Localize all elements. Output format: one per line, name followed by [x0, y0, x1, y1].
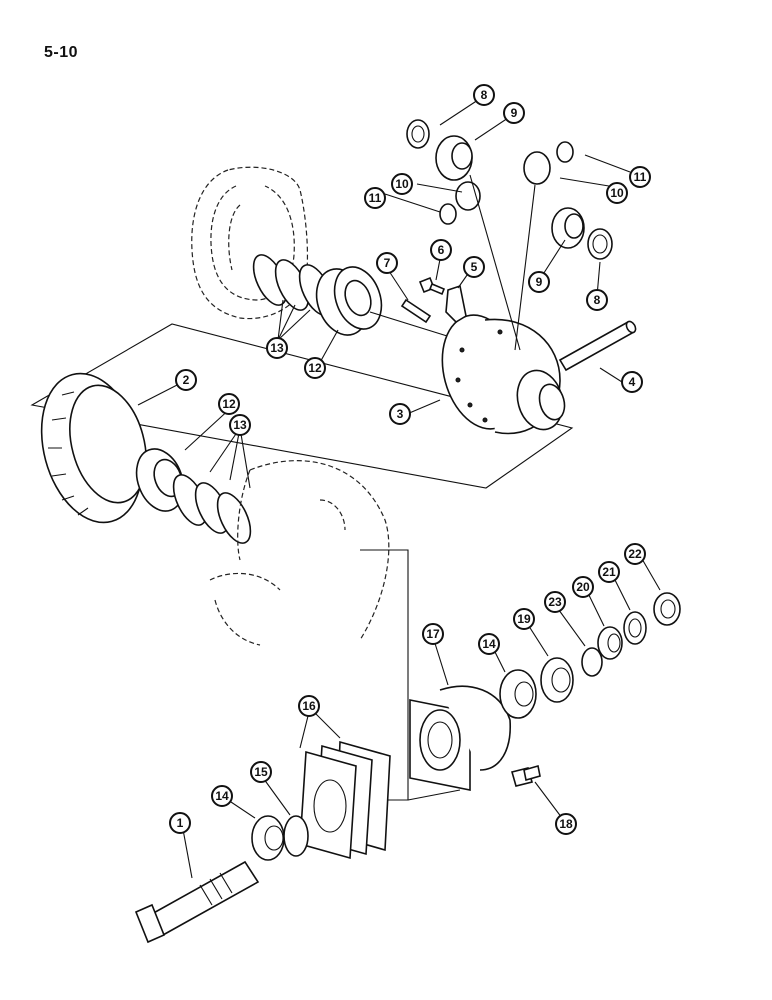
callout-11-right: 11 [629, 166, 651, 188]
callout-3: 3 [389, 403, 411, 425]
svg-text:10: 10 [395, 177, 409, 191]
callout-7: 7 [376, 252, 398, 274]
svg-text:13: 13 [270, 341, 284, 355]
thrust-washer-lower [587, 228, 613, 260]
side-gear-left [435, 135, 473, 181]
callout-9-lower: 9 [528, 271, 550, 293]
pinion-washer-right [556, 141, 574, 163]
callout-13-lower: 13 [229, 414, 251, 436]
spacer [597, 626, 623, 660]
callout-12-upper: 12 [304, 357, 326, 379]
lock-pin [400, 298, 432, 324]
svg-text:20: 20 [576, 580, 590, 594]
bearing-cup [540, 657, 574, 703]
callout-16: 16 [298, 695, 320, 717]
upper-bearing [315, 266, 383, 336]
svg-text:18: 18 [559, 817, 573, 831]
svg-text:9: 9 [536, 275, 543, 289]
callout-22: 22 [624, 543, 646, 565]
callout-2: 2 [175, 369, 197, 391]
differential-assembly-plane [30, 323, 574, 489]
callout-15: 15 [250, 761, 272, 783]
callout-1: 1 [169, 812, 191, 834]
svg-text:11: 11 [369, 191, 382, 205]
svg-text:12: 12 [222, 397, 236, 411]
svg-text:12: 12 [308, 361, 322, 375]
pinion-shaft [134, 860, 260, 944]
differential-case [369, 311, 566, 435]
callout-8-upper: 8 [473, 84, 495, 106]
gear-alignment-lines [469, 174, 536, 351]
svg-text:22: 22 [628, 547, 642, 561]
callout-10-right: 10 [606, 182, 628, 204]
pinion-gear-right [523, 151, 551, 185]
page-number: 5-10 [44, 44, 79, 61]
snap-ring [581, 647, 603, 677]
pinion-washer-left [439, 203, 457, 225]
callout-9-upper: 9 [503, 102, 525, 124]
svg-text:14: 14 [482, 637, 496, 651]
thrust-washer-upper [406, 119, 430, 149]
callout-12-lower: 12 [218, 393, 240, 415]
lower-shims [172, 474, 252, 544]
pinion-nut [653, 592, 681, 626]
svg-text:10: 10 [610, 186, 624, 200]
svg-text:17: 17 [426, 627, 440, 641]
upper-housing-outline [191, 166, 309, 320]
crown-wheel [40, 372, 147, 524]
lock-plate [445, 284, 467, 324]
callout-6: 6 [430, 239, 452, 261]
svg-text:1: 1 [177, 816, 184, 830]
callout-17: 17 [422, 623, 444, 645]
svg-text:8: 8 [481, 88, 488, 102]
gasket-plates [299, 740, 391, 860]
callout-10-left: 10 [391, 173, 413, 195]
svg-text:2: 2 [183, 373, 190, 387]
side-gear-right [551, 207, 585, 249]
callout-18: 18 [555, 813, 577, 835]
svg-text:6: 6 [438, 243, 445, 257]
callout-13-upper: 13 [266, 337, 288, 359]
cross-shaft [558, 320, 637, 372]
callout-8-lower: 8 [586, 289, 608, 311]
callout-20: 20 [572, 576, 594, 598]
callout-19: 19 [513, 608, 535, 630]
lower-housing-outline [209, 460, 390, 646]
pinion-bearing-outer [499, 669, 537, 719]
lock-bolt [418, 276, 446, 296]
callout-14-lower: 14 [211, 785, 233, 807]
svg-text:8: 8 [594, 293, 601, 307]
lock-washer [623, 611, 647, 645]
svg-text:4: 4 [629, 375, 636, 389]
housing-bolt [511, 764, 541, 787]
svg-text:23: 23 [548, 595, 562, 609]
bearing-housing [409, 685, 511, 791]
callout-4: 4 [621, 371, 643, 393]
svg-text:19: 19 [517, 612, 531, 626]
svg-text:9: 9 [511, 106, 518, 120]
callout-21: 21 [598, 561, 620, 583]
pinion-bearing-inner [251, 815, 285, 861]
svg-text:3: 3 [397, 407, 404, 421]
svg-text:21: 21 [602, 565, 616, 579]
pinion-ring [283, 815, 309, 857]
svg-text:14: 14 [215, 789, 229, 803]
svg-text:5: 5 [471, 260, 478, 274]
callout-23: 23 [544, 591, 566, 613]
svg-text:13: 13 [233, 418, 247, 432]
svg-text:7: 7 [384, 256, 391, 270]
callout-14-upper: 14 [478, 633, 500, 655]
svg-text:11: 11 [634, 170, 647, 184]
svg-text:15: 15 [254, 765, 268, 779]
callout-5: 5 [463, 256, 485, 278]
callout-11-left: 11 [364, 187, 386, 209]
svg-text:16: 16 [302, 699, 316, 713]
